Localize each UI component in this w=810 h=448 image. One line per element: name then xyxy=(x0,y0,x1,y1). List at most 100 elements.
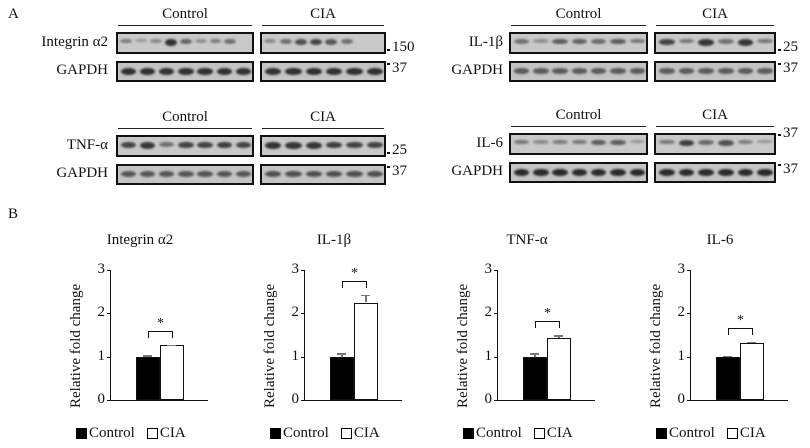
protein-band xyxy=(178,141,194,149)
y-tick xyxy=(301,356,304,358)
protein-band xyxy=(571,38,588,45)
protein-band xyxy=(513,139,530,145)
y-axis xyxy=(110,270,111,400)
mw-marker-tick xyxy=(387,63,390,65)
y-tick-label: 1 xyxy=(291,347,300,364)
target-protein-label: TNF-α xyxy=(66,137,108,153)
legend-label-control: Control xyxy=(669,425,715,441)
blot-target-cia xyxy=(654,133,776,155)
y-tick-label: 2 xyxy=(677,304,686,321)
protein-band xyxy=(120,141,137,149)
y-tick-label: 1 xyxy=(677,347,686,364)
protein-band xyxy=(346,68,363,76)
protein-band xyxy=(265,171,282,178)
loading-control-label: GAPDH xyxy=(56,165,108,181)
y-tick xyxy=(687,400,690,401)
target-protein-label: IL-6 xyxy=(476,135,503,151)
y-axis xyxy=(497,270,498,400)
protein-band xyxy=(178,171,194,177)
bar-cia xyxy=(547,338,571,400)
protein-band xyxy=(264,38,277,43)
protein-band xyxy=(140,171,156,177)
protein-band xyxy=(737,169,754,177)
protein-band xyxy=(285,171,302,178)
blot-gapdh-control xyxy=(116,164,254,185)
protein-band xyxy=(757,169,773,177)
mw-marker-target: 37 xyxy=(783,125,798,141)
significance-star: * xyxy=(157,315,164,331)
mw-marker-tick xyxy=(778,134,781,136)
protein-band xyxy=(285,141,302,149)
y-tick xyxy=(687,356,690,358)
y-axis-label: Relative fold change xyxy=(68,283,84,408)
protein-band xyxy=(717,68,734,74)
blot-gapdh-control xyxy=(509,61,648,82)
protein-band xyxy=(658,38,675,46)
y-tick-label: 3 xyxy=(97,261,106,277)
mw-marker-loading: 37 xyxy=(392,60,407,76)
protein-band xyxy=(216,68,232,76)
blot-target-cia xyxy=(260,32,386,54)
protein-band xyxy=(197,171,213,177)
protein-band xyxy=(513,169,530,177)
y-tick-label: 0 xyxy=(291,391,300,407)
protein-band xyxy=(610,68,626,74)
protein-band xyxy=(265,68,282,76)
mw-marker-target: 25 xyxy=(783,39,798,55)
bar-control xyxy=(523,356,547,400)
mw-marker-loading: 37 xyxy=(783,161,798,177)
legend-swatch-cia-icon xyxy=(146,428,158,439)
y-tick-label: 3 xyxy=(484,261,493,277)
blot-target-control xyxy=(116,135,254,157)
error-bar-cap xyxy=(143,355,152,357)
protein-band xyxy=(178,68,194,76)
significance-bracket xyxy=(342,280,367,288)
blot-gapdh-control xyxy=(116,61,254,82)
group-label-cia: CIA xyxy=(310,6,336,22)
y-tick xyxy=(107,270,110,271)
group-label-control: Control xyxy=(555,107,602,123)
protein-band xyxy=(533,169,549,177)
protein-band xyxy=(629,169,646,177)
y-tick-label: 2 xyxy=(291,304,300,321)
protein-band xyxy=(737,68,754,74)
error-bar-cap xyxy=(167,344,176,347)
protein-band xyxy=(305,171,322,178)
protein-band xyxy=(235,171,252,177)
legend-label-control: Control xyxy=(89,425,135,441)
bar-cia xyxy=(160,345,184,400)
y-tick xyxy=(301,400,304,401)
legend-swatch-control-icon xyxy=(656,428,667,439)
target-protein-label: IL-1β xyxy=(468,34,503,50)
protein-band xyxy=(326,171,343,178)
protein-band xyxy=(366,68,383,76)
legend-swatch-control-icon xyxy=(270,428,281,439)
mw-marker-tick xyxy=(778,49,781,51)
group-underline xyxy=(118,128,252,129)
mw-marker-tick xyxy=(778,164,781,166)
protein-band xyxy=(698,68,714,74)
group-underline xyxy=(511,25,646,26)
y-tick xyxy=(301,313,304,315)
y-tick xyxy=(687,313,690,315)
error-bar xyxy=(365,294,367,303)
x-axis xyxy=(110,400,208,401)
protein-band xyxy=(552,68,568,74)
protein-band xyxy=(513,68,530,74)
significance-star: * xyxy=(544,306,551,322)
group-underline xyxy=(262,128,384,129)
panel-b-label: B xyxy=(8,206,19,222)
legend-label-cia: CIA xyxy=(546,425,573,441)
protein-band xyxy=(658,169,675,177)
protein-band xyxy=(698,169,714,177)
significance-bracket xyxy=(728,327,753,335)
group-label-cia: CIA xyxy=(310,109,336,125)
protein-band xyxy=(610,38,626,45)
protein-band xyxy=(717,169,734,177)
y-tick-label: 3 xyxy=(291,261,300,277)
loading-control-label: GAPDH xyxy=(451,163,503,179)
y-axis-label: Relative fold change xyxy=(262,283,278,408)
protein-band xyxy=(591,68,607,74)
protein-band xyxy=(658,139,675,145)
x-axis xyxy=(304,400,402,401)
